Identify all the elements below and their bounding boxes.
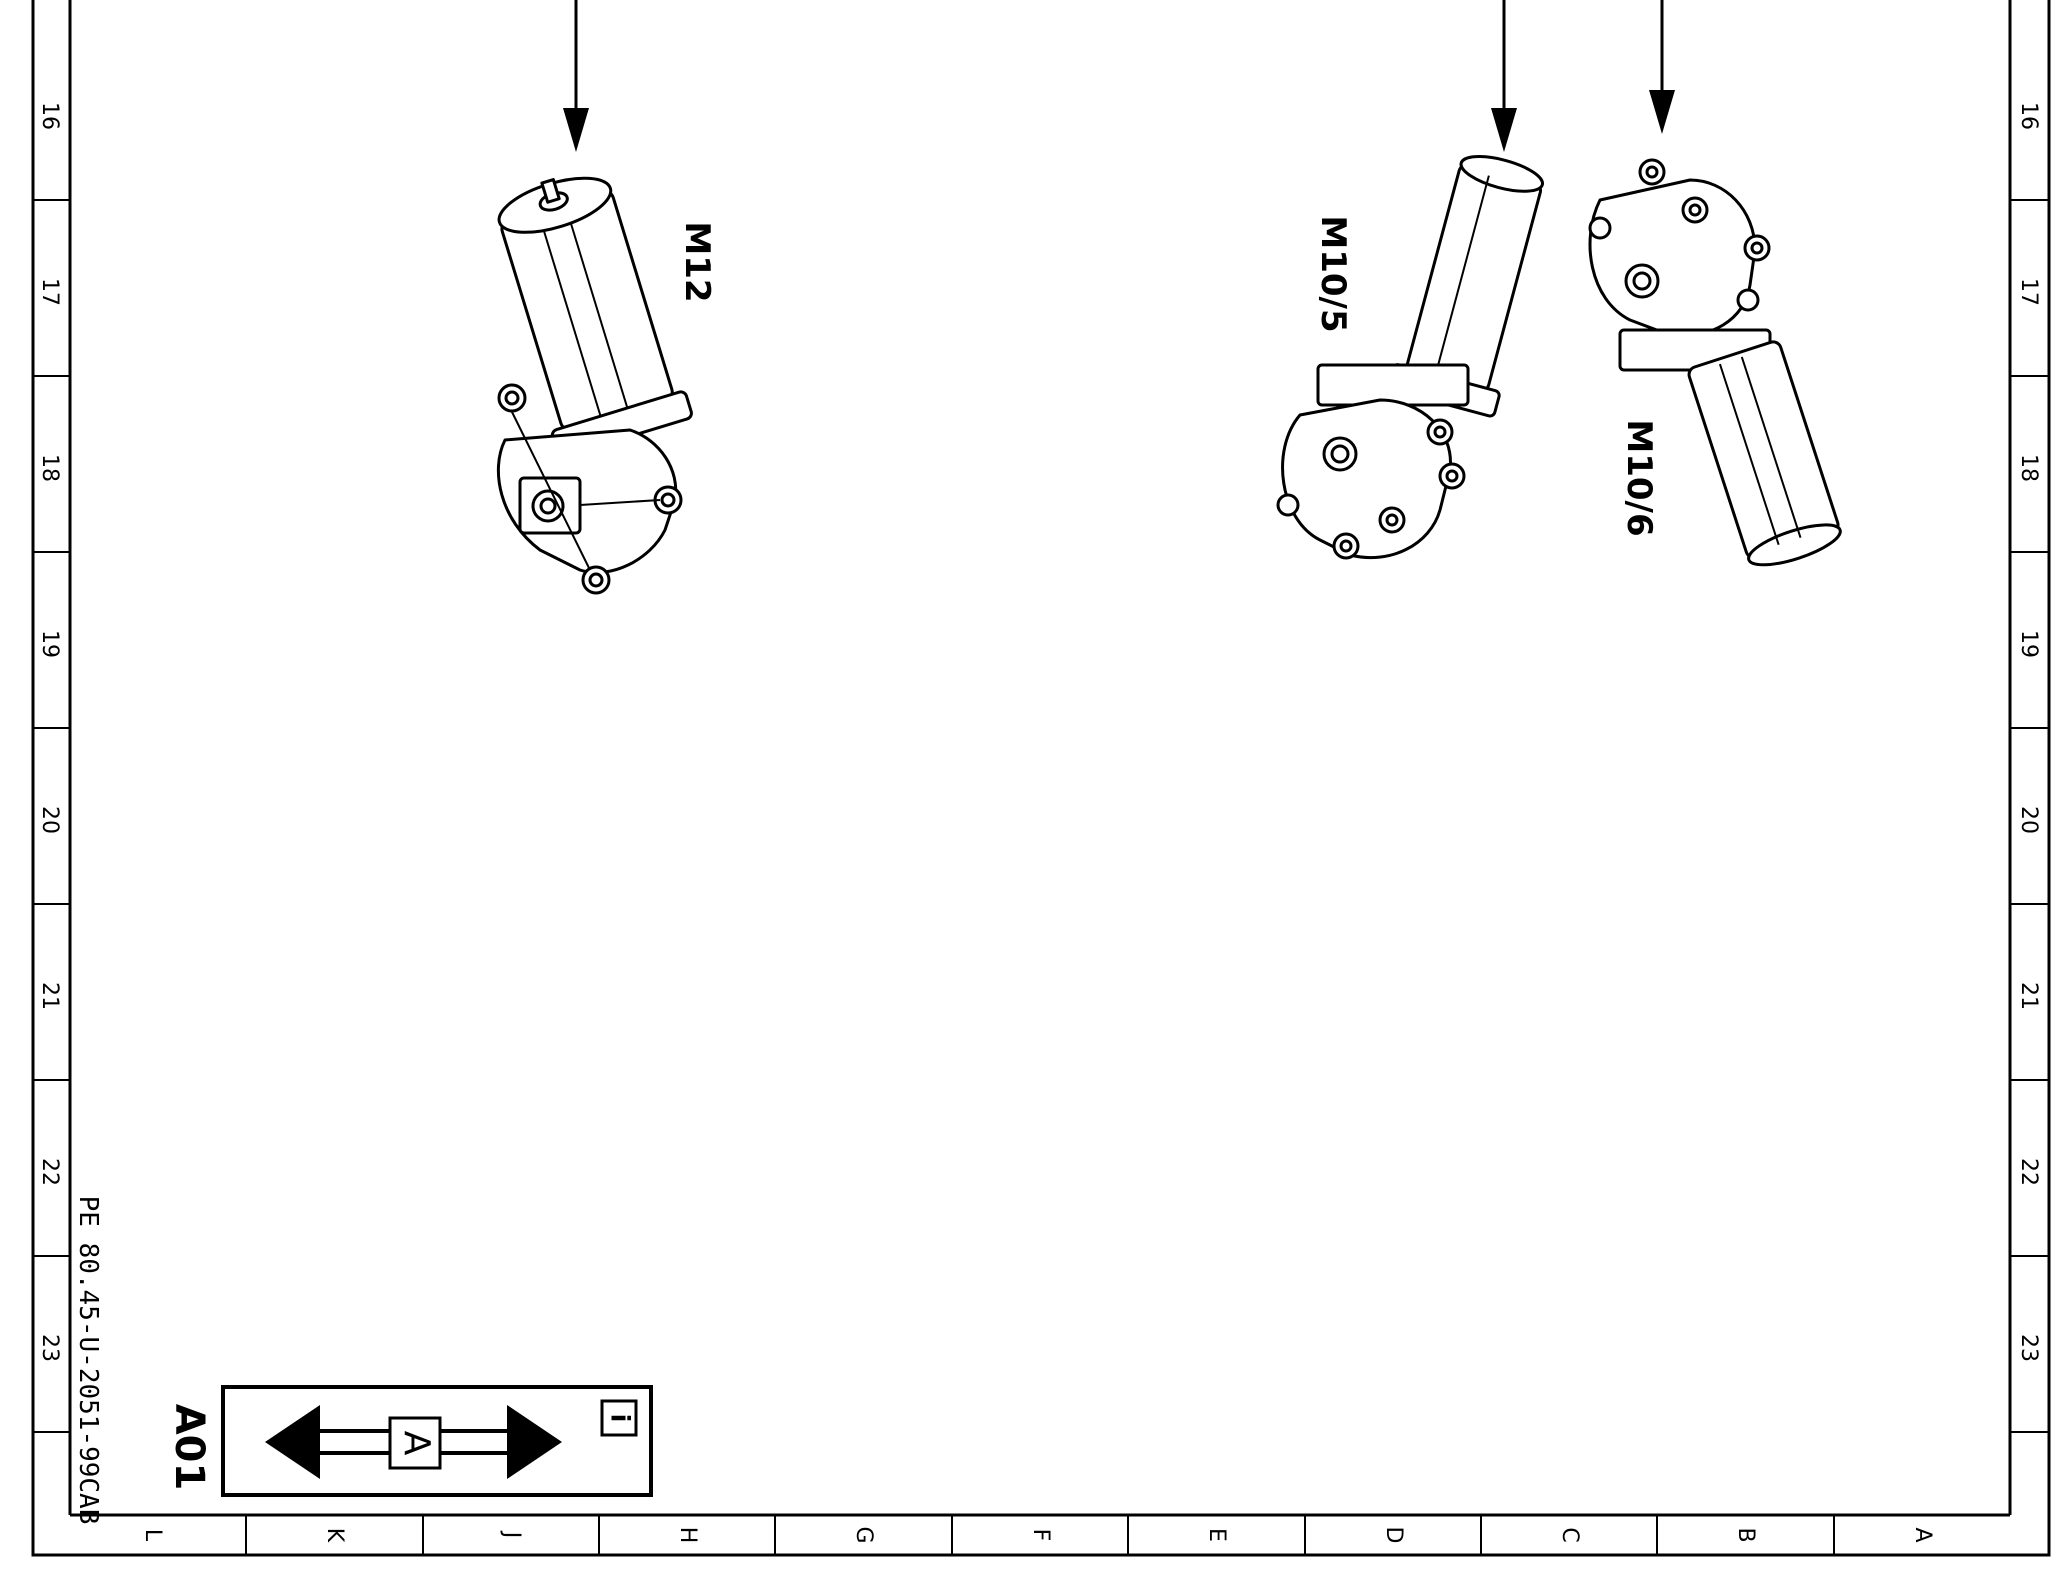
info-button[interactable] (600, 1399, 638, 1437)
info-icon: i (605, 1414, 635, 1423)
right-row-label-22: 22 (2016, 1158, 2041, 1186)
arrow-to-m10-6 (1649, 0, 1675, 134)
right-row-ruler: 16 17 18 19 20 21 22 23 (2010, 102, 2049, 1433)
col-label-B: B (1733, 1527, 1758, 1542)
sheet-code: A01 (166, 1404, 212, 1491)
outer-frame (31, 0, 2051, 1557)
sheet-center-label: A (396, 1431, 437, 1456)
m10-5-label: M10/5 (1313, 215, 1353, 332)
col-label-G: G (851, 1526, 876, 1543)
row-label-19: 19 (37, 630, 62, 658)
prev-sheet-arrow[interactable] (265, 1405, 320, 1479)
row-label-22: 22 (37, 1158, 62, 1186)
sheet-navigation: A01 A i (166, 1385, 653, 1497)
m12-label: M12 (677, 221, 717, 302)
m10-5-motor (1276, 155, 1544, 560)
m12-motor (497, 176, 693, 595)
arrow-to-m10-5 (1491, 0, 1517, 152)
col-label-D: D (1381, 1527, 1406, 1544)
col-label-E: E (1204, 1528, 1229, 1542)
col-label-F: F (1028, 1529, 1053, 1542)
m10-6-motor (1588, 158, 1842, 567)
left-row-ruler: 16 17 18 19 20 21 22 23 (33, 102, 70, 1433)
right-row-label-17: 17 (2016, 278, 2041, 306)
drawing-number: PE 80.45-U-2051-99CAB (73, 1196, 103, 1525)
bottom-column-ruler: L K J H G F E D C B A (140, 1515, 1935, 1555)
right-row-label-16: 16 (2016, 102, 2041, 130)
row-label-17: 17 (37, 278, 62, 306)
col-label-J: J (499, 1530, 524, 1539)
col-label-C: C (1557, 1527, 1582, 1542)
row-label-23: 23 (37, 1334, 62, 1362)
row-label-20: 20 (37, 806, 62, 834)
right-row-label-20: 20 (2016, 806, 2041, 834)
right-row-label-18: 18 (2016, 454, 2041, 482)
row-label-21: 21 (37, 982, 62, 1010)
col-label-K: K (322, 1528, 347, 1543)
next-sheet-arrow[interactable] (507, 1405, 562, 1479)
col-label-A: A (1910, 1527, 1935, 1542)
col-label-H: H (675, 1527, 700, 1544)
col-label-L: L (140, 1529, 165, 1542)
right-row-label-19: 19 (2016, 630, 2041, 658)
row-label-16: 16 (37, 102, 62, 130)
m10-6-label: M10/6 (1619, 419, 1659, 536)
row-label-18: 18 (37, 454, 62, 482)
right-row-label-23: 23 (2016, 1334, 2041, 1362)
sheet-center-box[interactable] (388, 1416, 442, 1470)
right-row-label-21: 21 (2016, 982, 2041, 1010)
arrow-to-m12 (563, 0, 589, 152)
